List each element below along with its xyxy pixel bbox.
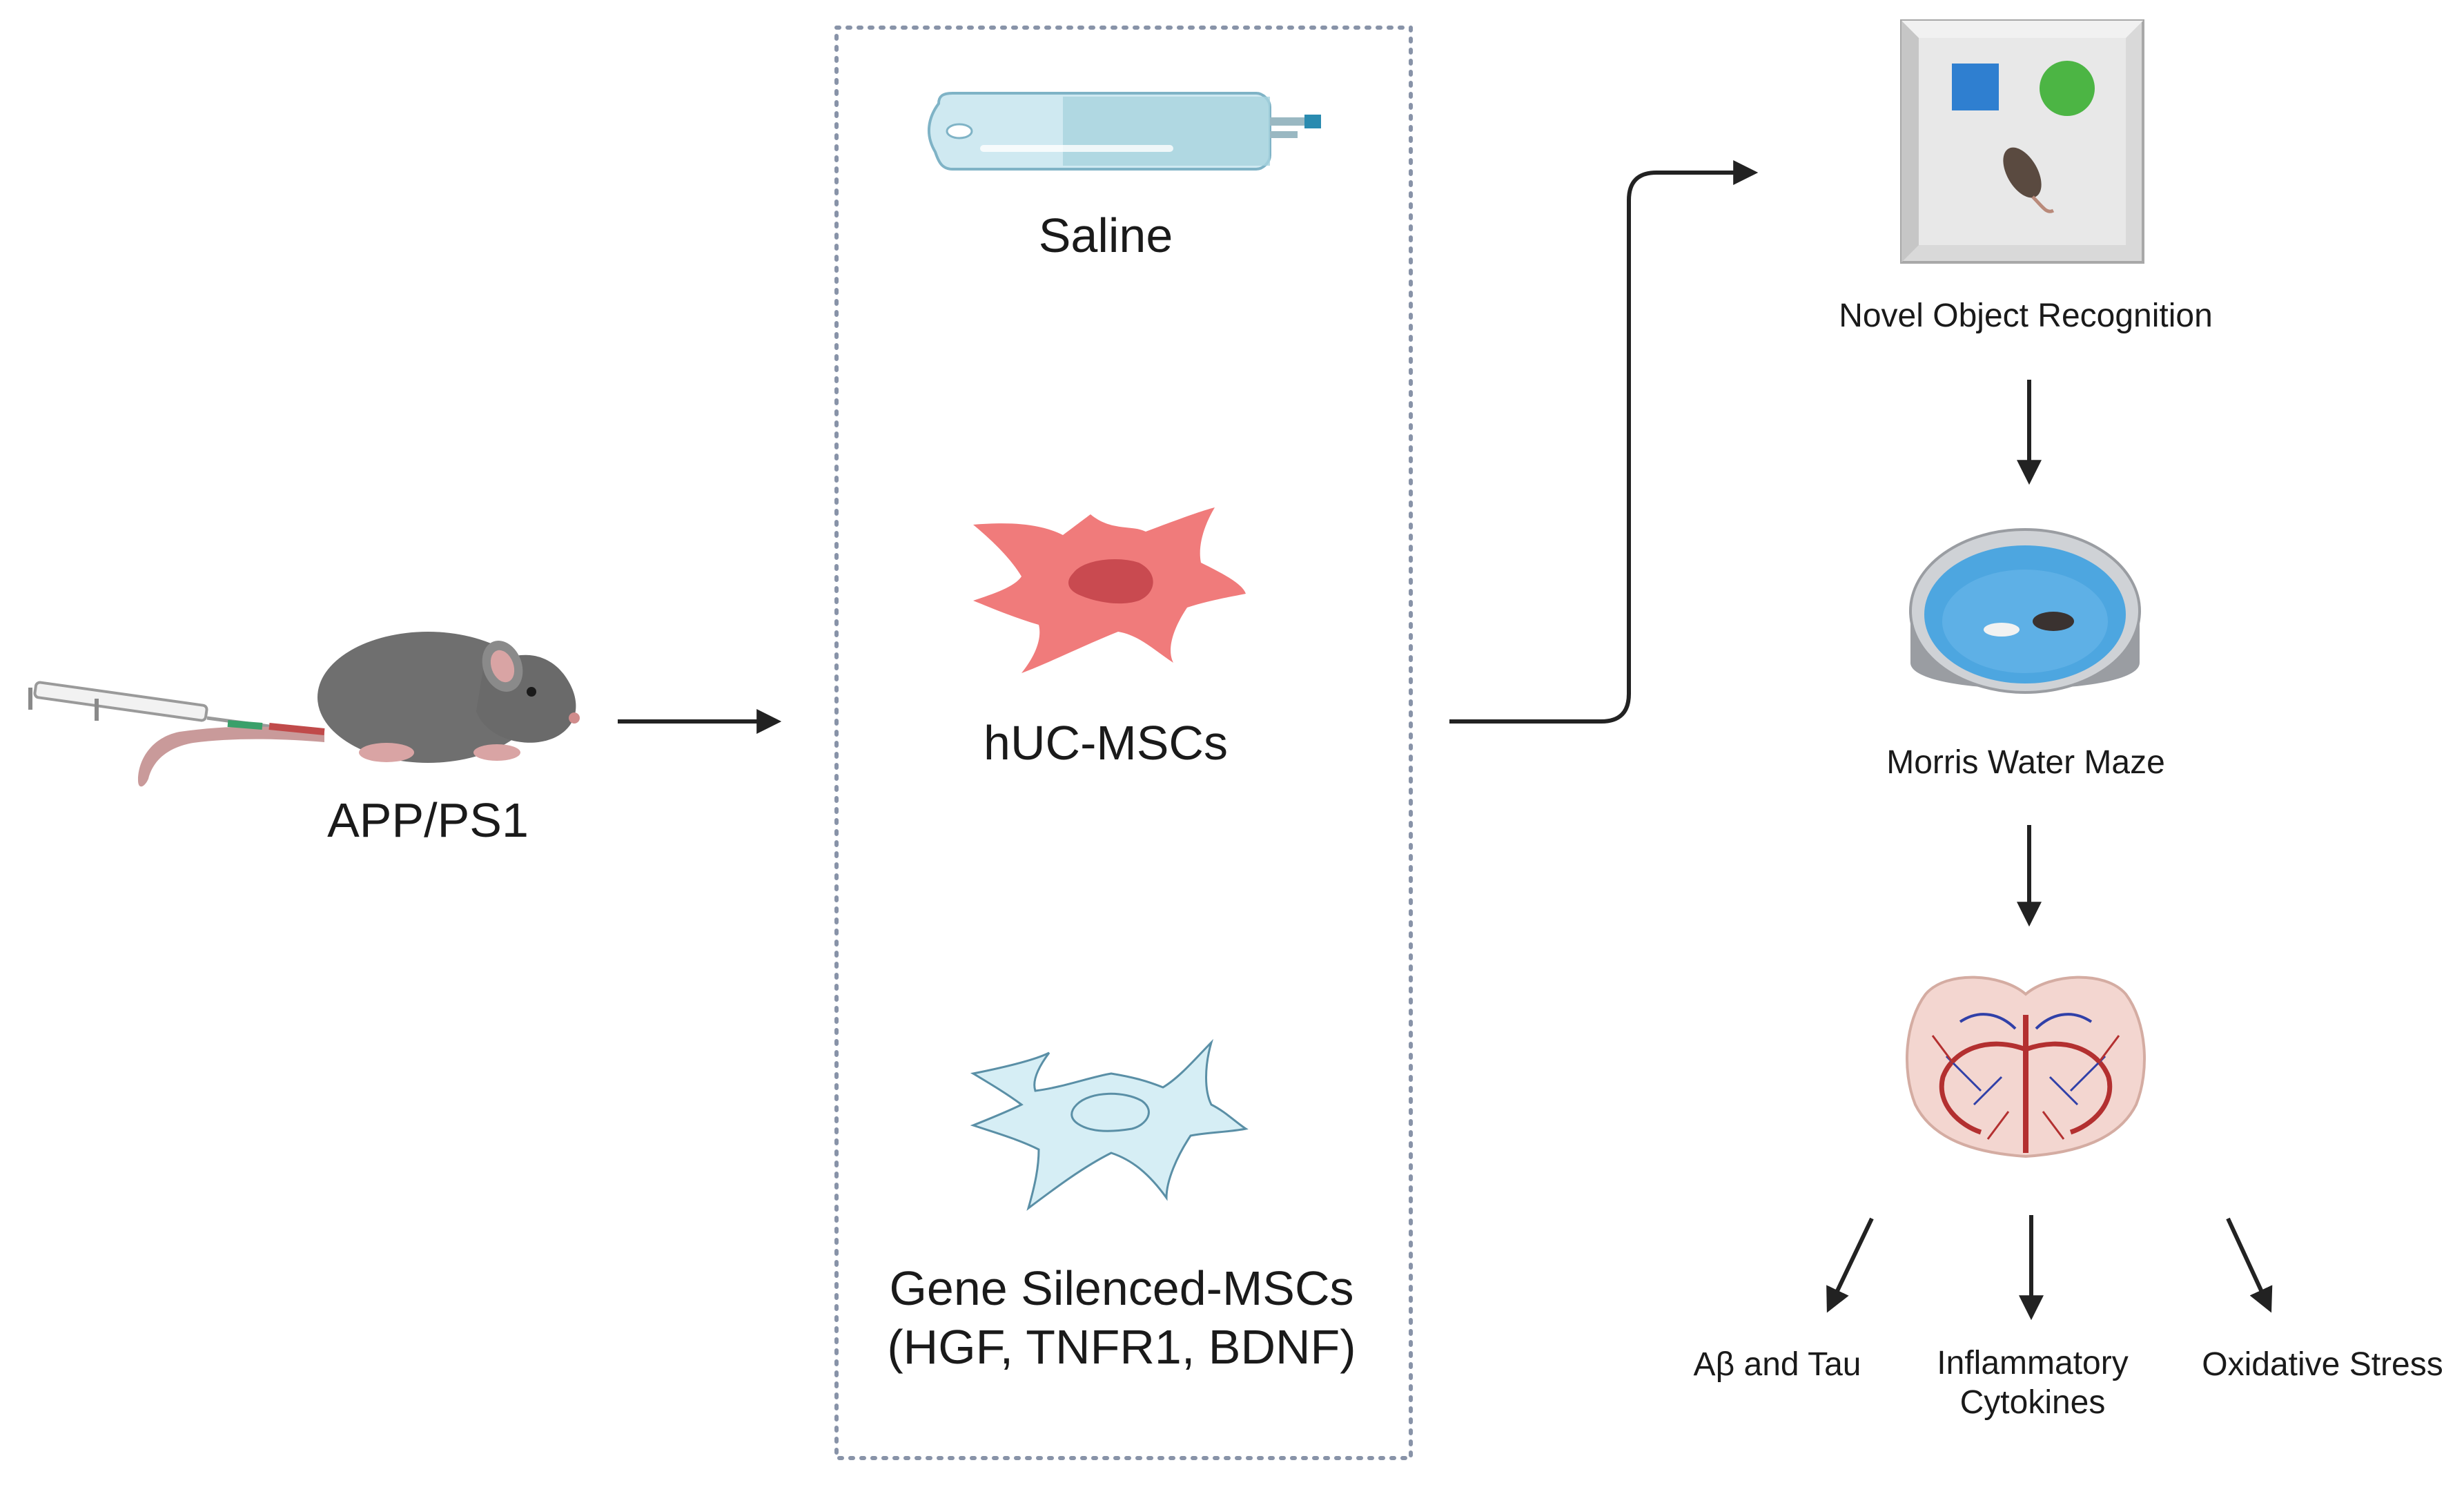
huc-mscs-label: hUC-MSCs (984, 716, 1228, 770)
novel-object-label: Novel Object Recognition (1839, 298, 2213, 334)
brain-icon (1906, 976, 2146, 1158)
inflammatory-label-line2: Cytokines (1960, 1384, 2106, 1421)
mouse-label: APP/PS1 (327, 793, 529, 847)
mouse-icon (138, 632, 580, 787)
saline-label: Saline (1039, 208, 1173, 262)
oxidative-stress-label: Oxidative Stress (2202, 1346, 2443, 1383)
gene-silenced-label-line2: (HGF, TNFR1, BDNF) (887, 1320, 1356, 1374)
arena-icon (1900, 19, 2144, 264)
arrow-treatment-to-tests (1449, 160, 1759, 724)
silenced-cell-icon (970, 1038, 1249, 1211)
syringe-icon (28, 681, 270, 728)
gene-silenced-label-line1: Gene Silenced-MSCs (889, 1261, 1353, 1315)
water-maze-icon (1909, 528, 2141, 694)
saline-bag-icon (927, 92, 1321, 171)
msc-cell-icon (973, 507, 1246, 673)
abeta-tau-label: Aβ and Tau (1694, 1346, 1861, 1383)
arrow-brain-to-oxidative (2226, 1217, 2273, 1313)
inflammatory-label-line1: Inflammatory (1937, 1345, 2128, 1381)
mwm-label: Morris Water Maze (1886, 744, 2165, 781)
arrow-brain-to-abeta (1826, 1217, 1874, 1313)
treatment-group-frame (834, 26, 1413, 1460)
